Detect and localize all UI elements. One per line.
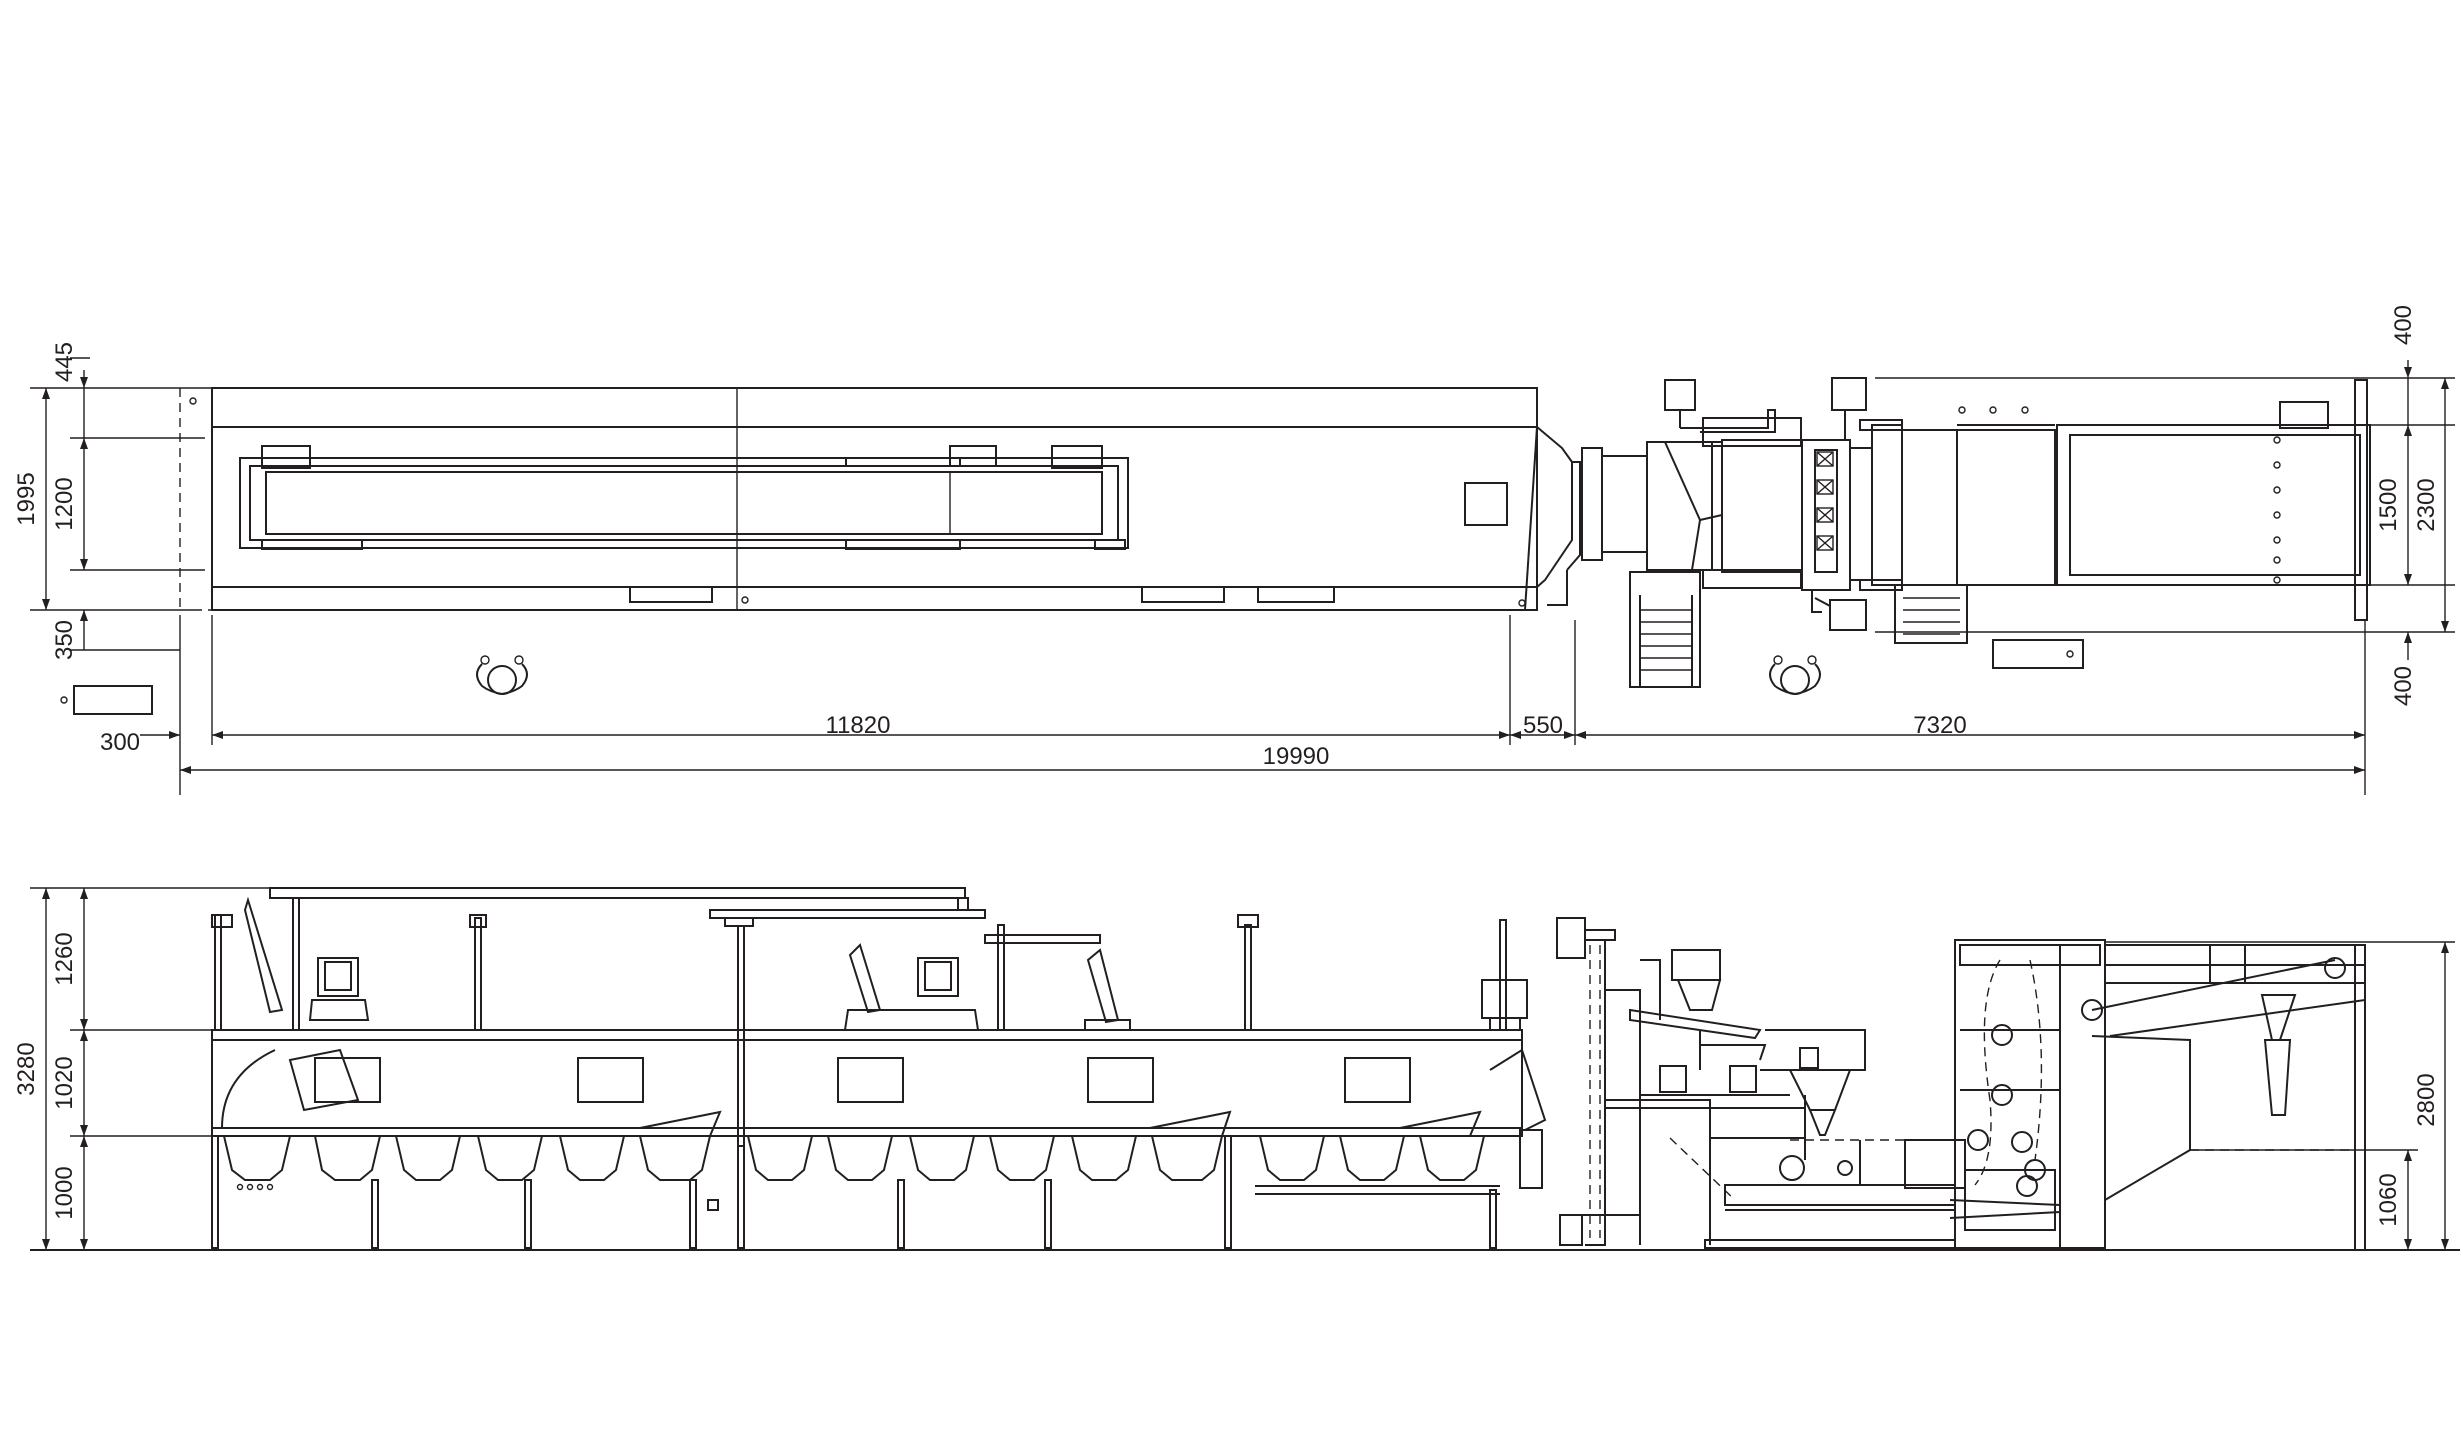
dim-top-margin: 445: [51, 342, 78, 382]
plan-view: [30, 357, 2455, 715]
dim-gap: 550: [1523, 712, 1563, 739]
indicator-dots: [236, 1183, 274, 1191]
dim-feeder-height: 2800: [2413, 1073, 2440, 1126]
valve-array: [1816, 451, 1834, 551]
dim-total-height: 3280: [13, 1042, 40, 1095]
camera-station: [843, 943, 980, 1031]
dim-bottom-right: 400: [2390, 666, 2417, 706]
dim-total-width-right: 2300: [2413, 478, 2440, 531]
plan-dimensions: 11820 550 7320 19990 300 1995 445 1200 3…: [13, 305, 2449, 795]
bin-row: [222, 1135, 1486, 1181]
dim-left-offset: 300: [100, 729, 140, 756]
dim-upper-frame: 1260: [51, 932, 78, 985]
dim-sorting-line-length: 11820: [826, 712, 891, 739]
dim-feeder-base: 1060: [2375, 1173, 2402, 1226]
dim-top-right: 400: [2390, 305, 2417, 345]
dim-feeder-length: 7320: [1913, 712, 1966, 739]
dim-middle-section: 1020: [51, 1056, 78, 1109]
dim-total-width-left: 1995: [13, 472, 40, 525]
stairs: [1903, 597, 1960, 635]
dim-bin-height: 1000: [51, 1166, 78, 1219]
dim-belt-width: 1200: [51, 477, 78, 530]
camera-station: [1084, 948, 1131, 1031]
dim-overall-length: 19990: [1263, 743, 1330, 770]
roller-dots: [1958, 406, 2281, 584]
dim-bottom-margin: 350: [51, 620, 78, 660]
operator-icon: [476, 655, 528, 696]
elevation-dimensions: 3280 1260 1020 1000 2800 1060: [13, 888, 2449, 1250]
stairs: [1639, 595, 1693, 687]
operator-icon: [1769, 655, 1821, 696]
elevation-view: [30, 887, 2460, 1251]
camera-station: [243, 896, 370, 1021]
dim-conveyor-width: 1500: [2375, 478, 2402, 531]
